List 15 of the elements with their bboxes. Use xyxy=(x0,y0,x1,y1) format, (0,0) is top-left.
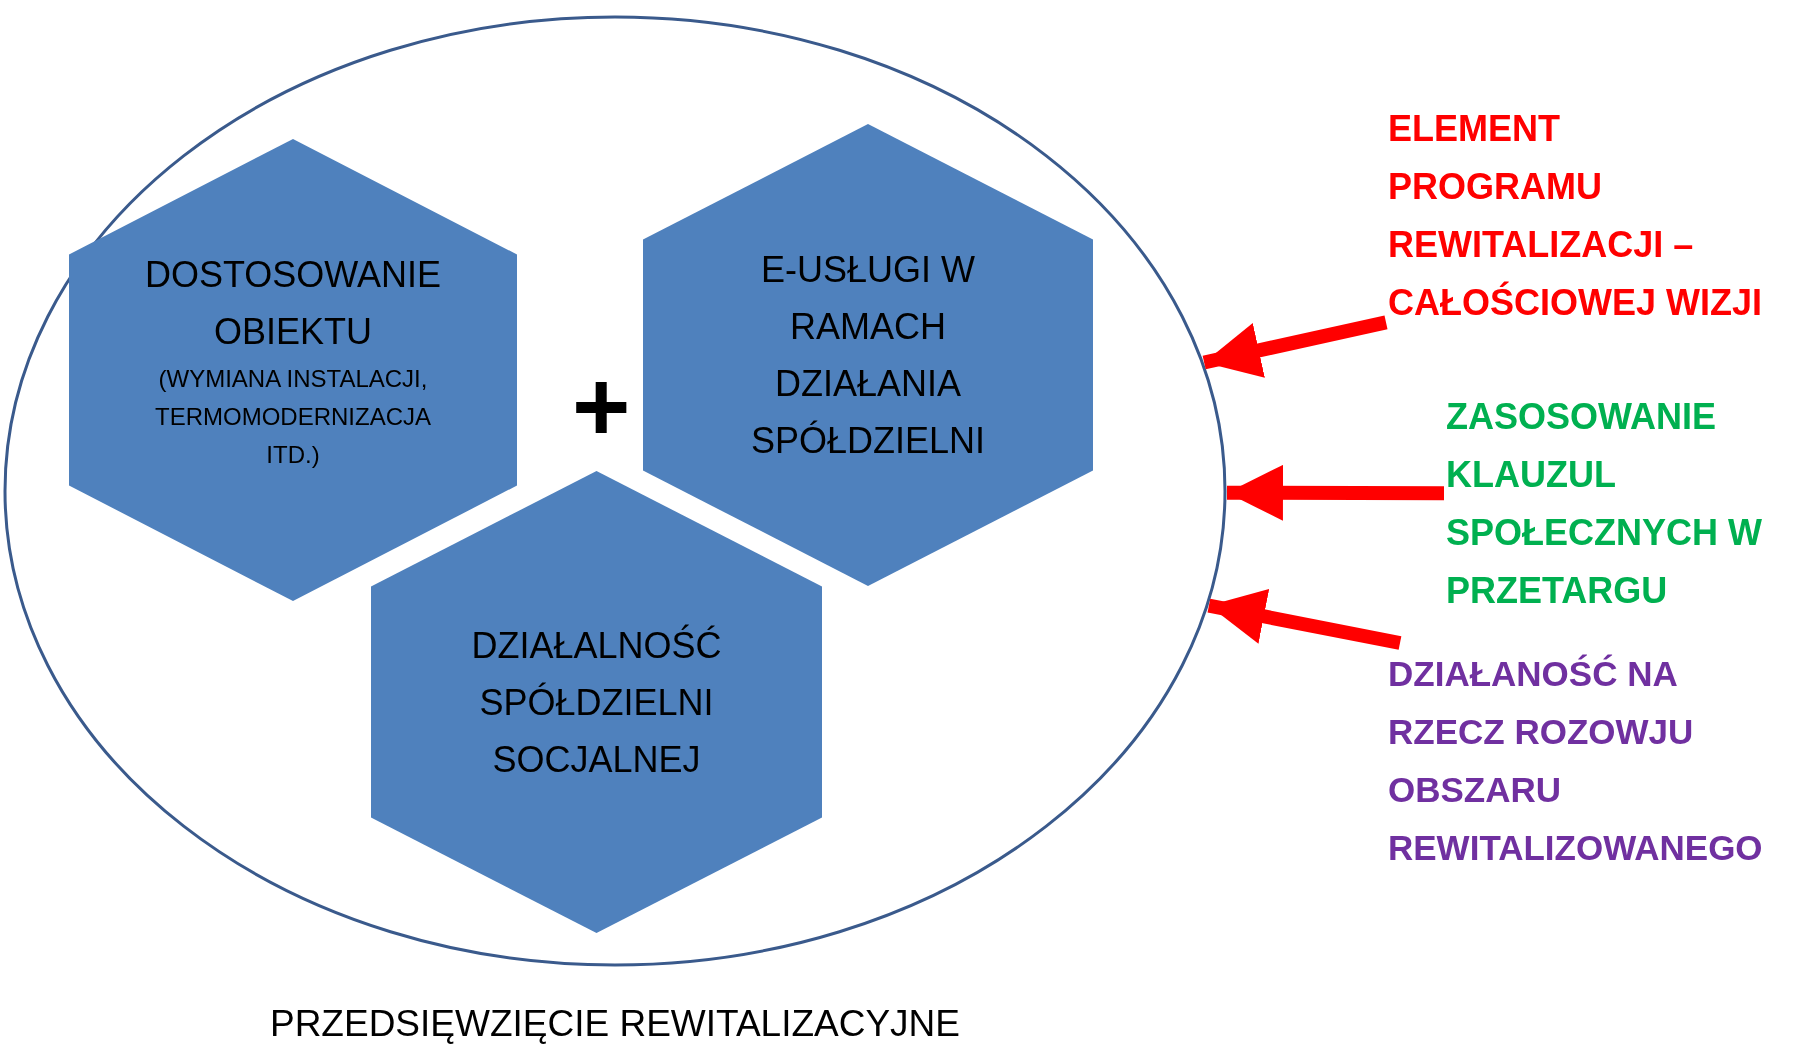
block-arrow xyxy=(1226,464,1445,521)
side-heading: DZIAŁANOŚĆ NA RZECZ ROZOWJU OBSZARU REWITALIZOWANEGO xyxy=(1388,653,1764,869)
hexagon-title: DZIAŁALNOŚĆ SPÓŁDZIELNI SOCJALNEJ xyxy=(470,623,723,782)
hexagon-title: DOSTOSOWANIE OBIEKTU xyxy=(143,253,442,354)
plus-sign: + xyxy=(572,356,631,456)
side-heading: ZASOSOWANIE KLAUZUL SPOŁECZNYCH W PRZETARGU xyxy=(1446,395,1763,613)
hexagon-box xyxy=(371,471,822,933)
side-heading: ELEMENT PROGRAMU REWITALIZACJI – CAŁOŚCIOWEJ WIZJI xyxy=(1388,107,1763,325)
hexagon-note: (WYMIANA INSTALACJI, TERMOMODERNIZACJA ITD.) xyxy=(154,364,432,470)
block-arrow xyxy=(1207,588,1402,650)
block-arrow xyxy=(1202,315,1388,378)
hexagon-title: E-USŁUGI W RAMACH DZIAŁANIA SPÓŁDZIELNI xyxy=(749,248,987,463)
hexagon-box xyxy=(643,124,1093,586)
hexagon-box xyxy=(69,139,517,601)
group-caption: PRZEDSIĘWZIĘCIE REWITALIZACYJNE xyxy=(268,1004,961,1044)
